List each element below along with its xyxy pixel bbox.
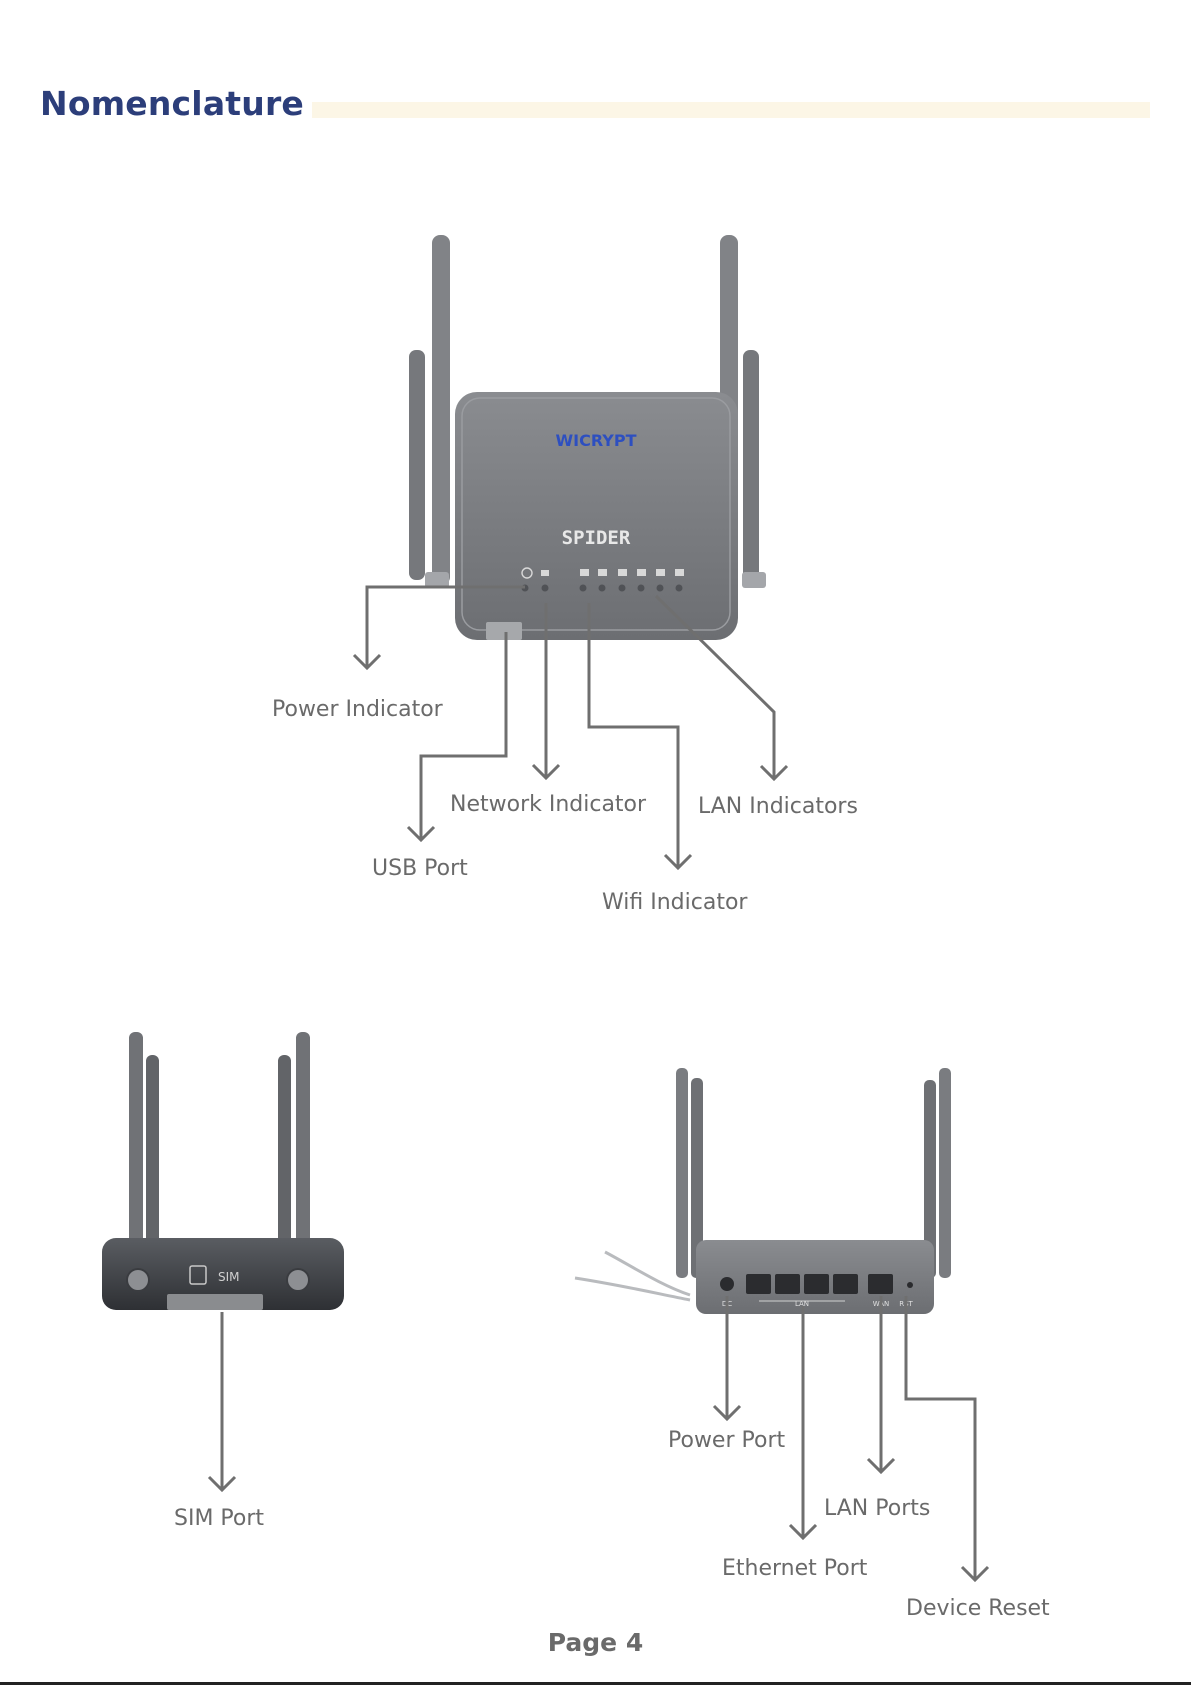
device-reset-connector [906,1296,975,1580]
wifi-indicator-connector [589,603,678,868]
router-side: SIM [102,1032,344,1310]
antenna [146,1055,159,1265]
wan-port [868,1274,893,1294]
sim-slot [167,1294,263,1310]
antenna [676,1068,688,1278]
label-wifi-indicator: Wifi Indicator [602,890,747,915]
label-lan-indicators: LAN Indicators [698,794,858,819]
indicator-leds [522,585,683,592]
label-device-reset: Device Reset [906,1596,1050,1621]
reset-button [907,1282,913,1288]
label-power-port: Power Port [668,1428,785,1453]
router-back: DC LAN WAN RST [575,1068,951,1314]
antenna [743,350,759,580]
label-ethernet-port: Ethernet Port [722,1556,867,1581]
page-number: Page 4 [0,1628,1191,1657]
router-body [455,392,738,640]
sim-label: SIM [218,1270,240,1284]
dc-jack [720,1277,734,1291]
antenna [129,1032,143,1262]
router-front: WICRYPT SPIDER [409,235,766,640]
label-power-indicator: Power Indicator [272,697,443,722]
label-network-indicator: Network Indicator [450,792,646,817]
label-usb-port: USB Port [372,856,468,881]
connector-lines-side [209,1312,235,1490]
label-sim-port: SIM Port [174,1506,264,1531]
antenna [409,350,425,580]
antenna [296,1032,310,1262]
label-lan-ports: LAN Ports [824,1496,930,1521]
antenna [939,1068,951,1278]
model-logo: SPIDER [562,527,631,549]
antenna [278,1055,291,1265]
brand-logo: WICRYPT [555,431,636,450]
antenna [432,235,450,585]
usb-slot [486,622,522,640]
